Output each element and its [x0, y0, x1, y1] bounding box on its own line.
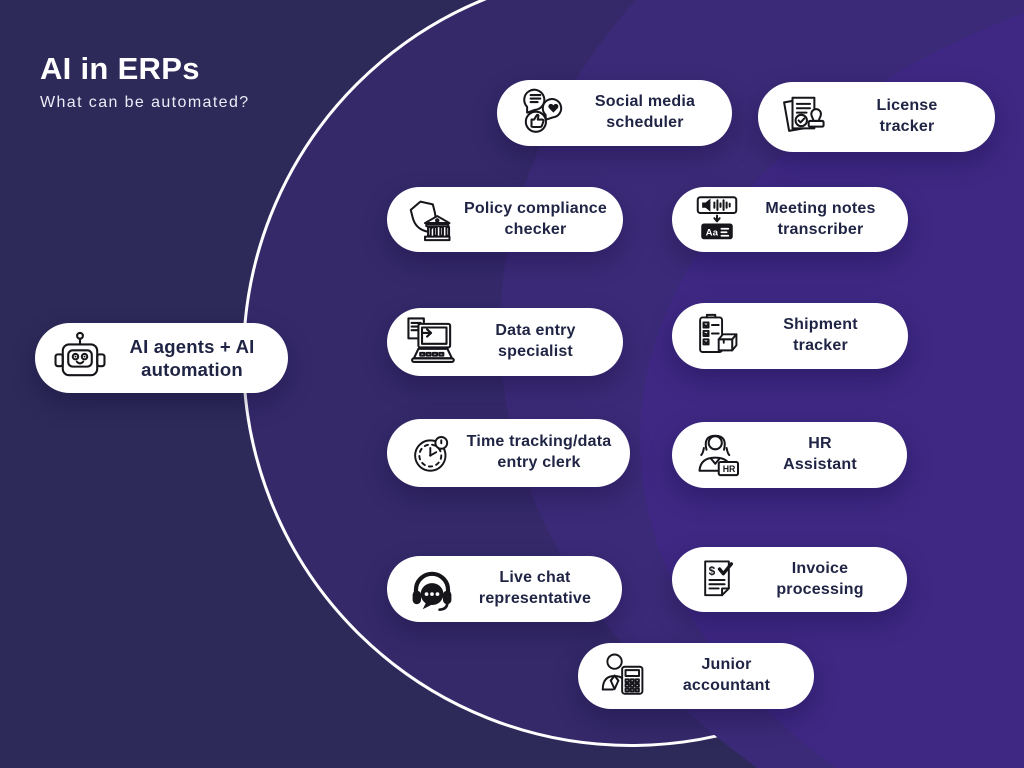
pill-policy-compliance-checker: Policy compliance checker	[387, 187, 623, 252]
page-title: AI in ERPs	[40, 51, 200, 86]
audio-to-text-icon: Aa	[687, 192, 747, 248]
icon-text-hr: HR	[723, 464, 736, 474]
pill-label: HR Assistant	[783, 435, 857, 473]
pill-invoice-processing: $ Invoice processing	[672, 547, 907, 612]
invoice-check-icon: $	[687, 553, 747, 607]
page-subtitle: What can be automated?	[40, 94, 250, 112]
pill-label: License tracker	[876, 97, 938, 135]
pill-label: Data entry specialist	[495, 322, 576, 360]
icon-text-aa: Aa	[706, 227, 719, 238]
pill-label: Junior accountant	[682, 656, 771, 694]
pill-time-tracking-data-entry-clerk: Time tracking/data entry clerk	[387, 419, 630, 487]
pill-label: Time tracking/data entry clerk	[466, 433, 612, 471]
stopwatch-icon	[402, 426, 462, 480]
pill-label: Social media scheduler	[594, 93, 696, 131]
pill-label: Policy compliance checker	[463, 199, 607, 238]
pill-label: Invoice processing	[776, 559, 864, 598]
pill-live-chat-representative: Live chat representative	[387, 556, 622, 622]
hub-label: AI agents + AI automation	[129, 335, 255, 380]
checklist-parcel-icon	[687, 309, 747, 363]
pill-junior-accountant: Junior accountant	[578, 643, 814, 709]
social-media-icon	[512, 85, 572, 141]
shield-bank-icon	[402, 192, 462, 248]
icon-text-dollar: $	[709, 563, 716, 577]
pill-social-media-scheduler: Social media scheduler	[497, 80, 732, 146]
pill-license-tracker: License tracker	[758, 82, 995, 152]
pill-data-entry-specialist: Data entry specialist	[387, 308, 623, 376]
accountant-calculator-icon	[593, 649, 653, 703]
hub-pill-ai-agents: AI agents + AI automation	[35, 323, 288, 393]
document-to-laptop-icon	[402, 313, 462, 371]
pill-hr-assistant: HR HR Assistant	[672, 422, 907, 488]
pill-shipment-tracker: Shipment tracker	[672, 303, 908, 369]
hr-person-icon: HR	[687, 427, 747, 483]
pill-label: Live chat representative	[478, 569, 592, 607]
license-stamp-icon	[773, 89, 833, 145]
robot-icon	[50, 329, 110, 387]
pill-meeting-notes-transcriber: Aa Meeting notes transcriber	[672, 187, 908, 252]
pill-label: Meeting notes transcriber	[765, 199, 876, 238]
headset-chat-icon	[402, 562, 462, 616]
header: AI in ERPs What can be automated?	[40, 51, 250, 112]
pill-label: Shipment tracker	[783, 316, 858, 354]
